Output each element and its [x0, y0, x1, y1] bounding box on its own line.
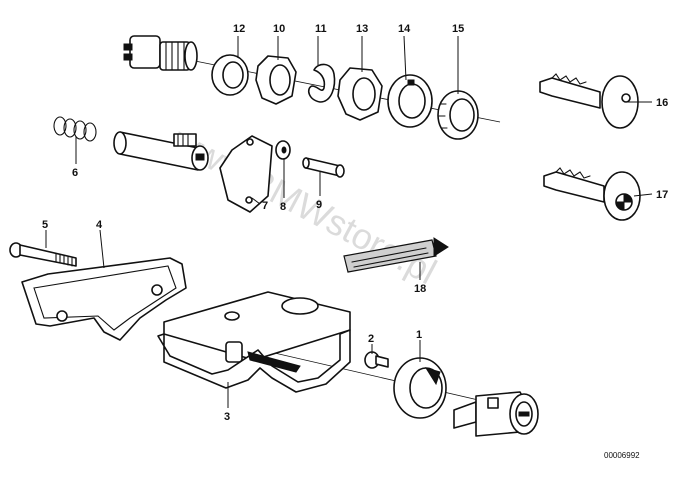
- callout-10: 10: [273, 23, 285, 35]
- callout-13: 13: [356, 23, 368, 35]
- callout-14: 14: [398, 23, 411, 35]
- part-label-18: [343, 237, 449, 273]
- part-key-16: [539, 73, 639, 129]
- drawing-code: 00006992: [604, 451, 640, 460]
- callout-7: 7: [262, 200, 268, 212]
- callout-8: 8: [280, 201, 286, 213]
- lower-assembly-axis: [239, 344, 501, 406]
- part-housing-bracket-3: [157, 291, 351, 393]
- part-key-17: [543, 167, 641, 221]
- part-ring-nut-15: [437, 90, 479, 140]
- door-lock-cylinder: [453, 391, 539, 437]
- part-washer-14: [387, 74, 433, 128]
- callout-9: 9: [316, 199, 322, 211]
- callout-17: 17: [656, 189, 668, 201]
- callout-2: 2: [368, 333, 374, 345]
- ignition-switch: [123, 35, 198, 71]
- part-ring-12: [211, 54, 249, 96]
- part-hex-nut-13: [337, 67, 383, 121]
- callout-3: 3: [224, 411, 230, 423]
- callout-labels: 12 10 11 13 14 15 16 17 6 7 8 9 18 5 4 2…: [42, 23, 668, 423]
- part-hex-nut-10: [255, 55, 297, 105]
- part-washer-11: [307, 63, 336, 103]
- callout-1: 1: [416, 329, 422, 341]
- lock-cylinder-shaft: [113, 131, 209, 171]
- part-springs-6: [53, 116, 97, 142]
- callout-12: 12: [233, 23, 245, 35]
- part-screw-2: [364, 351, 389, 369]
- callout-5: 5: [42, 219, 48, 231]
- callout-4: 4: [96, 219, 103, 231]
- part-trim-ring-1: [393, 357, 447, 419]
- part-bracket-plate-4: [21, 257, 187, 341]
- callout-15: 15: [452, 23, 464, 35]
- part-pin-9: [302, 157, 345, 178]
- callout-16: 16: [656, 97, 668, 109]
- callout-6: 6: [72, 167, 78, 179]
- leader-lines: [45, 35, 653, 408]
- watermark: www.BMWstore.pl: [165, 118, 443, 292]
- callout-11: 11: [315, 23, 327, 35]
- part-gasket-7: [219, 135, 273, 213]
- callout-18: 18: [414, 283, 426, 295]
- part-washer-8: [275, 140, 291, 160]
- part-bolt-5: [9, 242, 77, 267]
